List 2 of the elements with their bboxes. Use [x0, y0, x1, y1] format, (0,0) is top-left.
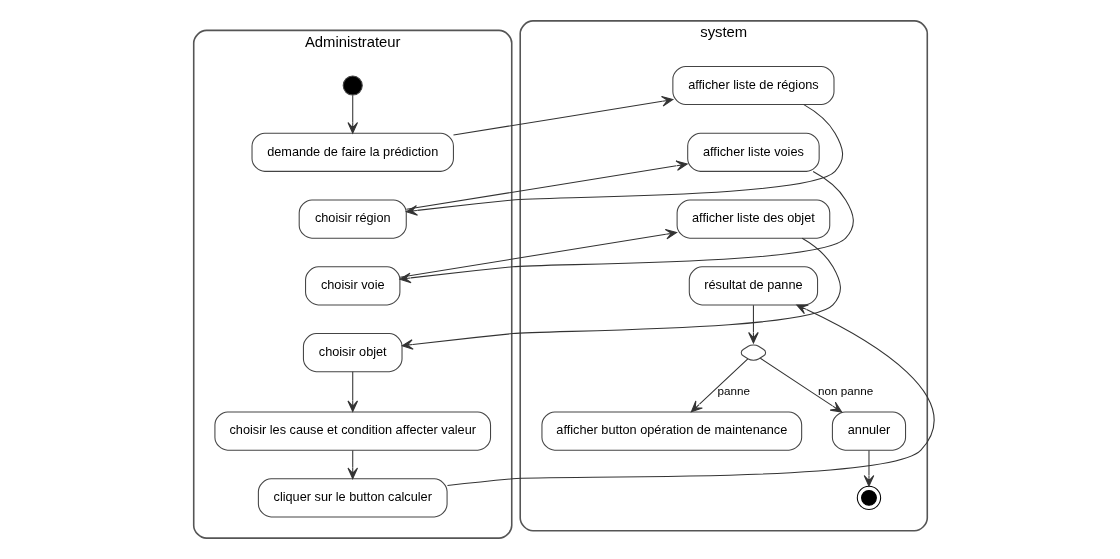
edge-label: panne [717, 383, 750, 397]
edge-label: non panne [817, 383, 873, 397]
